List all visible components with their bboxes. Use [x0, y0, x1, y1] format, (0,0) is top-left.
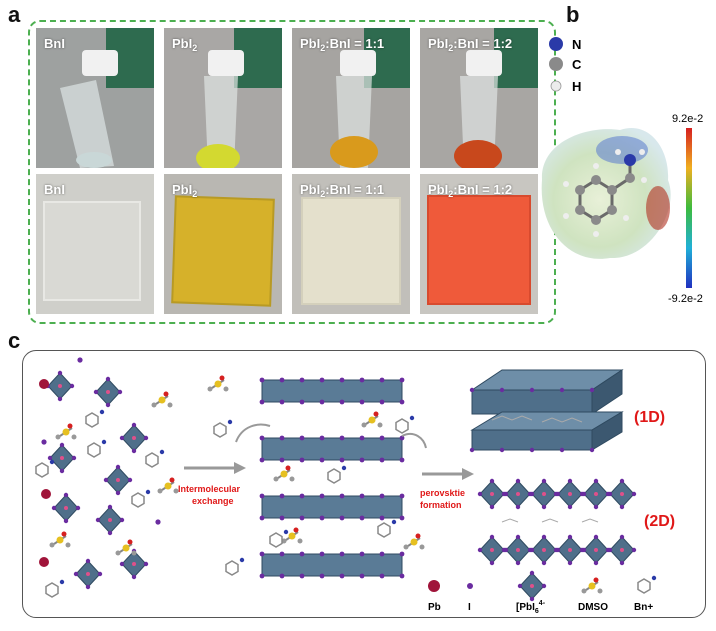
panel-label-c: c [8, 328, 21, 353]
film-illustration [171, 195, 275, 307]
structure-2d [477, 478, 637, 566]
film-illustration [301, 197, 401, 305]
layered-intermediate-group [206, 374, 427, 579]
panel-b-esp-map: N C H 9.2e-2 -9.2e-2 [541, 37, 703, 305]
legend-atom-c [549, 57, 563, 71]
panel-label-b: b [566, 2, 580, 27]
film-photo-bni: BnI [36, 174, 154, 314]
legend-octahedron-marker [517, 570, 547, 602]
vial-illustration [196, 28, 282, 168]
vial-photo-pbi2: PbI2 [164, 28, 282, 168]
legend-pb-marker [428, 580, 440, 592]
panel-c-legend: Pb I [PbI64- DMSO Bn+ [428, 570, 657, 615]
legend-atom-h [550, 80, 562, 92]
label-1d: (1D) [634, 409, 665, 426]
legend-label-h: H [572, 79, 581, 94]
tile-label: PbI2:BnI = 1:1 [300, 182, 385, 199]
legend-dmso-label: DMSO [578, 602, 608, 613]
legend-i-marker [467, 583, 473, 589]
vial-photo-bni: BnI [36, 28, 154, 168]
film-photo-ratio-1-1: PbI2:BnI = 1:1 [292, 174, 410, 314]
legend-bn-marker [637, 575, 657, 594]
panel-c-schematic: Intermolecular exchange perovsktie forma… [35, 357, 675, 615]
arrow2-label-line1: perovsktie [420, 488, 465, 498]
colorbar-max-label: 9.2e-2 [672, 113, 703, 125]
esp-positive-region [646, 186, 670, 230]
colorbar [686, 128, 692, 288]
legend-pbi6-label: [PbI64- [516, 600, 546, 615]
arrow2-label-line2: formation [420, 500, 462, 510]
label-2d: (2D) [644, 513, 675, 530]
legend-i-label: I [468, 602, 471, 613]
perovskite-formation-arrow [422, 468, 474, 480]
film-photo-pbi2: PbI2 [164, 174, 282, 314]
film-photo-ratio-1-2: PbI2:BnI = 1:2 [420, 174, 538, 314]
vial-illustration [60, 28, 154, 168]
intermolecular-exchange-arrow [184, 462, 246, 474]
tile-label: PbI2:BnI = 1:2 [428, 182, 513, 199]
vial-photo-ratio-1-2: PbI2:BnI = 1:2 [420, 28, 538, 168]
precursor-solution-group [35, 357, 180, 598]
legend-label-c: C [572, 57, 582, 72]
legend-pb-label: Pb [428, 602, 441, 613]
vial-illustration [330, 28, 410, 168]
vial-photo-ratio-1-1: PbI2:BnI = 1:1 [292, 28, 410, 168]
tile-label: BnI [44, 36, 65, 51]
legend-atom-n [549, 37, 563, 51]
panel-label-a: a [8, 2, 21, 27]
tile-label: BnI [44, 182, 65, 197]
legend-dmso-marker [580, 576, 604, 595]
arrow1-label-line1: Intermolecular [178, 484, 241, 494]
legend-bn-label: Bn+ [634, 602, 653, 613]
colorbar-min-label: -9.2e-2 [668, 293, 703, 305]
tile-label: PbI2:BnI = 1:1 [300, 36, 385, 53]
film-illustration [427, 195, 531, 305]
arrow1-label-line2: exchange [192, 496, 234, 506]
tile-label: PbI2 [172, 36, 198, 53]
tile-label: PbI2 [172, 182, 198, 199]
tile-label: PbI2:BnI = 1:2 [428, 36, 513, 53]
legend-label-n: N [572, 37, 581, 52]
vial-illustration [454, 28, 538, 168]
film-illustration [43, 201, 141, 301]
structure-1d [469, 369, 624, 453]
molecule-atoms [563, 149, 647, 237]
